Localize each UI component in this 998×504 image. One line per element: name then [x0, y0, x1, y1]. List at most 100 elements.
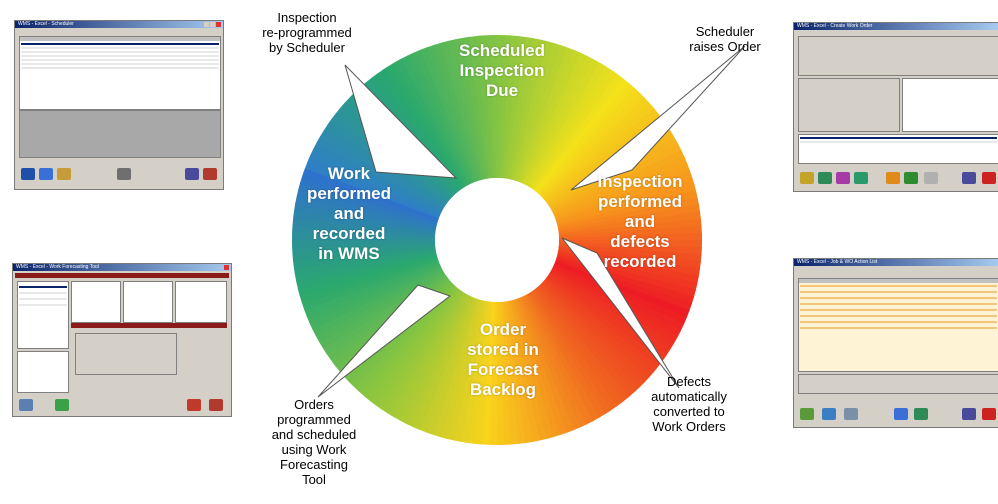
tree-item-selected[interactable] [19, 286, 67, 288]
chart-icon[interactable] [914, 408, 928, 420]
forecast-grid-1 [71, 281, 121, 323]
ring-segment [412, 296, 474, 431]
document-icon[interactable] [924, 172, 938, 184]
back-arrow-icon[interactable] [21, 168, 35, 180]
ring-segment [293, 248, 436, 276]
refresh-icon[interactable] [818, 172, 832, 184]
order-notes [902, 78, 998, 132]
ring-segment [559, 232, 703, 242]
ring-segment [301, 258, 439, 311]
ring-segment [533, 288, 624, 407]
ring-segment [387, 292, 466, 418]
ring-segment [405, 295, 472, 428]
grid-row[interactable] [21, 67, 219, 69]
grid-row-selected[interactable] [21, 43, 219, 45]
tree-item[interactable] [19, 292, 67, 294]
ring-segment [529, 66, 613, 189]
grid-row[interactable] [800, 315, 997, 317]
filter-icon[interactable] [844, 408, 858, 420]
calendar-icon[interactable] [187, 399, 201, 411]
close-x-icon[interactable] [982, 408, 996, 420]
grid-row[interactable] [21, 59, 219, 61]
grid-row[interactable] [800, 303, 997, 305]
minimize-icon[interactable] [204, 22, 209, 27]
ring-segment [369, 288, 461, 406]
ring-segment [407, 52, 473, 185]
exit-icon[interactable] [209, 399, 223, 411]
save-icon[interactable] [962, 408, 976, 420]
ring-segment [558, 211, 701, 234]
note-scheduler-raises-order: Scheduler raises Order [689, 24, 761, 54]
edit-icon[interactable] [894, 408, 908, 420]
ring-segment [556, 176, 695, 224]
window-titlebar: WMS - Excel - Scheduler [15, 21, 223, 28]
order-line[interactable] [800, 141, 997, 143]
tree-item[interactable] [19, 304, 67, 306]
ring-segment [500, 301, 519, 445]
ring-segment [523, 294, 594, 425]
ring-segment [433, 42, 481, 181]
screenshot-work-order: WMS - Excel - Create Work Order [793, 22, 998, 192]
ring-segment [557, 190, 698, 228]
screenshot-forecasting-tool: WMS - Excel - Work Forecasting Tool [12, 263, 232, 417]
schedule-icon[interactable] [886, 172, 900, 184]
ring-segment [364, 287, 459, 402]
print-icon[interactable] [836, 172, 850, 184]
forecast-totals-bar [71, 323, 227, 328]
grid-row[interactable] [800, 285, 997, 287]
arrow-scheduler-raises-order [570, 45, 746, 191]
grid-header [799, 279, 998, 283]
maximize-icon[interactable] [210, 22, 215, 27]
ring-segment [527, 292, 606, 419]
grid-row[interactable] [800, 297, 997, 299]
ring-segment [375, 289, 463, 410]
ring-segment [534, 287, 629, 403]
exit-icon[interactable] [203, 168, 217, 180]
edit-icon[interactable] [39, 168, 53, 180]
new-icon[interactable] [800, 408, 814, 420]
tools-icon[interactable] [854, 172, 868, 184]
user-icon[interactable] [19, 399, 33, 411]
grid-row[interactable] [800, 321, 997, 323]
forecast-grid-2 [123, 281, 173, 323]
ring-segment [293, 246, 436, 269]
tree-item[interactable] [19, 298, 67, 300]
window-body [15, 273, 229, 414]
ring-segment [312, 142, 443, 213]
print-icon[interactable] [117, 168, 131, 180]
chart-icon[interactable] [904, 172, 918, 184]
grid-row[interactable] [800, 291, 997, 293]
chart-icon[interactable] [55, 399, 69, 411]
action-list-grid [798, 278, 998, 372]
tools-icon[interactable] [822, 408, 836, 420]
ring-segment [551, 143, 682, 214]
ring-segment [312, 266, 443, 337]
ring-segment [382, 65, 465, 189]
window-title: WMS - Excel - Work Forecasting Tool [16, 264, 99, 270]
ring-segment [539, 283, 645, 389]
grid-row[interactable] [21, 51, 219, 53]
grid-row[interactable] [21, 47, 219, 49]
ring-segment [489, 34, 499, 179]
grid-row[interactable] [21, 63, 219, 65]
close-x-icon[interactable] [982, 172, 996, 184]
stage-scheduled-inspection: Scheduled Inspection Due [459, 41, 545, 100]
grid-row[interactable] [800, 309, 997, 311]
save-icon[interactable] [185, 168, 199, 180]
close-icon[interactable] [216, 22, 221, 27]
ring-segment [309, 264, 442, 330]
grid-row[interactable] [800, 327, 997, 329]
ring-segment [315, 268, 444, 343]
close-icon[interactable] [224, 265, 229, 270]
ring-segment [513, 299, 561, 438]
new-icon[interactable] [800, 172, 814, 184]
tools-icon[interactable] [57, 168, 71, 180]
ring-segment [554, 163, 691, 220]
ring-segment [520, 49, 582, 184]
ring-segment [316, 136, 444, 211]
save-icon[interactable] [962, 172, 976, 184]
window-titlebar: WMS - Excel - Create Work Order [794, 23, 998, 30]
order-line-selected[interactable] [800, 137, 997, 139]
ring-segment [440, 40, 483, 181]
grid-row[interactable] [21, 55, 219, 57]
